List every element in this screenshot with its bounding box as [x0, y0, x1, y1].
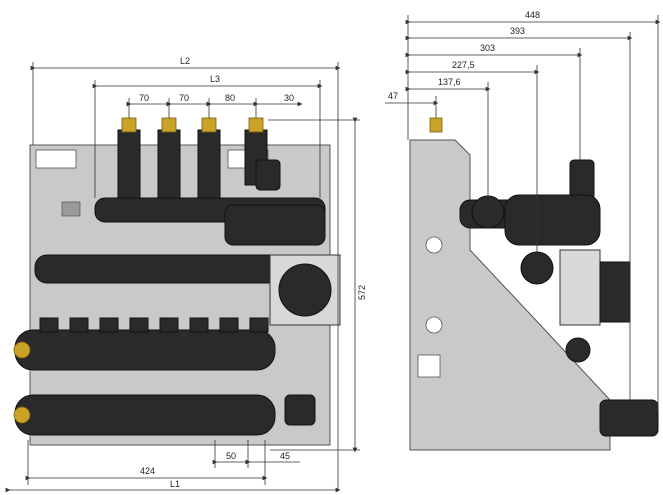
- side-brass-connector: [429, 117, 443, 133]
- front-dimensions: L2 L3 70 70 80 30 572 424 L1: [5, 56, 367, 493]
- manifold-outlet: [99, 317, 119, 333]
- valve-actuator: [255, 159, 281, 191]
- pump-motor: [278, 263, 332, 317]
- manifold-outlet: [249, 317, 269, 333]
- dim-393: 393: [510, 26, 525, 36]
- front-view: [13, 117, 341, 446]
- side-actuator: [569, 159, 595, 201]
- side-valve: [520, 251, 554, 285]
- supply-manifold: [14, 329, 276, 371]
- dim-227: 227,5: [452, 60, 475, 70]
- mixing-block: [224, 204, 326, 246]
- dim-spacing-80: 80: [225, 93, 235, 103]
- manifold-outlet: [69, 317, 89, 333]
- manifold-outlet: [39, 317, 59, 333]
- return-manifold: [14, 394, 276, 436]
- dim-303: 303: [480, 43, 495, 53]
- pipe-clamp: [61, 201, 81, 217]
- side-plate-cutout: [417, 354, 441, 378]
- side-mixing-block: [504, 194, 601, 246]
- dim-height: 572: [357, 285, 367, 300]
- side-dimensions: 448 393 303 227,5 137,6 47: [385, 10, 661, 410]
- dim-47: 47: [388, 91, 398, 101]
- side-pump-head: [599, 261, 631, 323]
- manifold-outlet: [159, 317, 179, 333]
- side-pump: [559, 249, 601, 326]
- side-plate-hole: [425, 236, 443, 254]
- brass-connector: [248, 117, 264, 133]
- dim-45: 45: [280, 451, 290, 461]
- front-plate-slot: [35, 149, 77, 169]
- side-fitting: [565, 337, 591, 363]
- dim-spacing-30: 30: [284, 93, 294, 103]
- dim-spacing-70a: 70: [139, 93, 149, 103]
- dim-137: 137,6: [438, 77, 461, 87]
- dim-L2: L2: [180, 56, 190, 66]
- end-cap: [13, 406, 31, 424]
- dim-50: 50: [226, 451, 236, 461]
- dim-L3: L3: [210, 74, 220, 84]
- end-cap: [13, 341, 31, 359]
- side-view: [409, 117, 659, 451]
- side-valve: [471, 195, 505, 229]
- flow-valve: [284, 394, 316, 426]
- dim-spacing-70b: 70: [179, 93, 189, 103]
- brass-connector: [161, 117, 177, 133]
- manifold-outlet: [189, 317, 209, 333]
- brass-connector: [121, 117, 137, 133]
- middle-pipe: [34, 254, 286, 284]
- manifold-outlet: [129, 317, 149, 333]
- dim-L1: L1: [170, 479, 180, 489]
- dim-448: 448: [525, 10, 540, 20]
- side-plate-hole: [425, 316, 443, 334]
- manifold-outlet: [219, 317, 239, 333]
- side-valve-block: [599, 399, 659, 437]
- dim-424: 424: [140, 466, 155, 476]
- brass-connector: [201, 117, 217, 133]
